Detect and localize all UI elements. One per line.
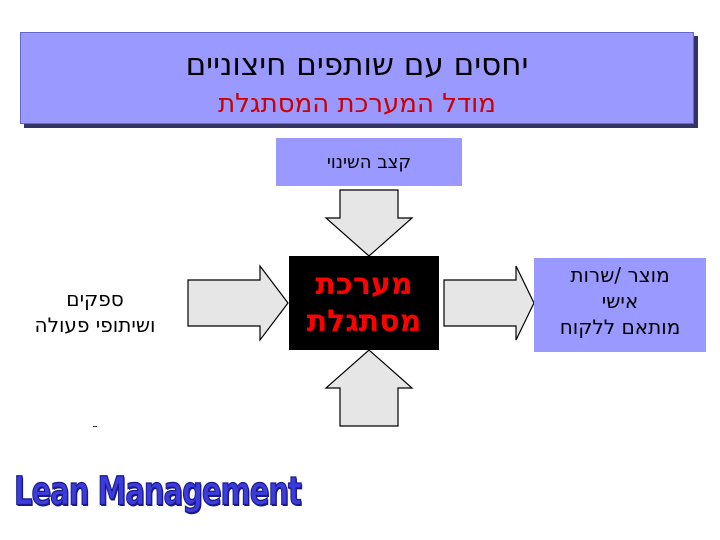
lean-management-logo: Lean Management	[14, 467, 303, 514]
node-suppliers: ספקים ושיתופי פעולה	[34, 287, 156, 337]
title-banner: יחסים עם שותפים חיצוניים מודל המערכת המס…	[20, 32, 694, 124]
stray-mark	[93, 426, 97, 427]
page-title: יחסים עם שותפים חיצוניים	[185, 47, 529, 83]
arrow-up-bottom	[324, 349, 414, 427]
node-product-service: מוצר /שרות אישי מותאם ללקוח	[559, 263, 681, 339]
arrow-right-right	[443, 265, 535, 341]
arrow-down-top	[324, 189, 414, 257]
node-change-pace: קצב השינוי	[276, 138, 462, 186]
node-product-box	[534, 258, 706, 352]
page-subtitle: מודל המערכת המסתגלת	[218, 89, 496, 119]
node-adaptive-system: מערכת מסתגלת	[289, 256, 439, 350]
arrow-right-left	[187, 264, 289, 342]
